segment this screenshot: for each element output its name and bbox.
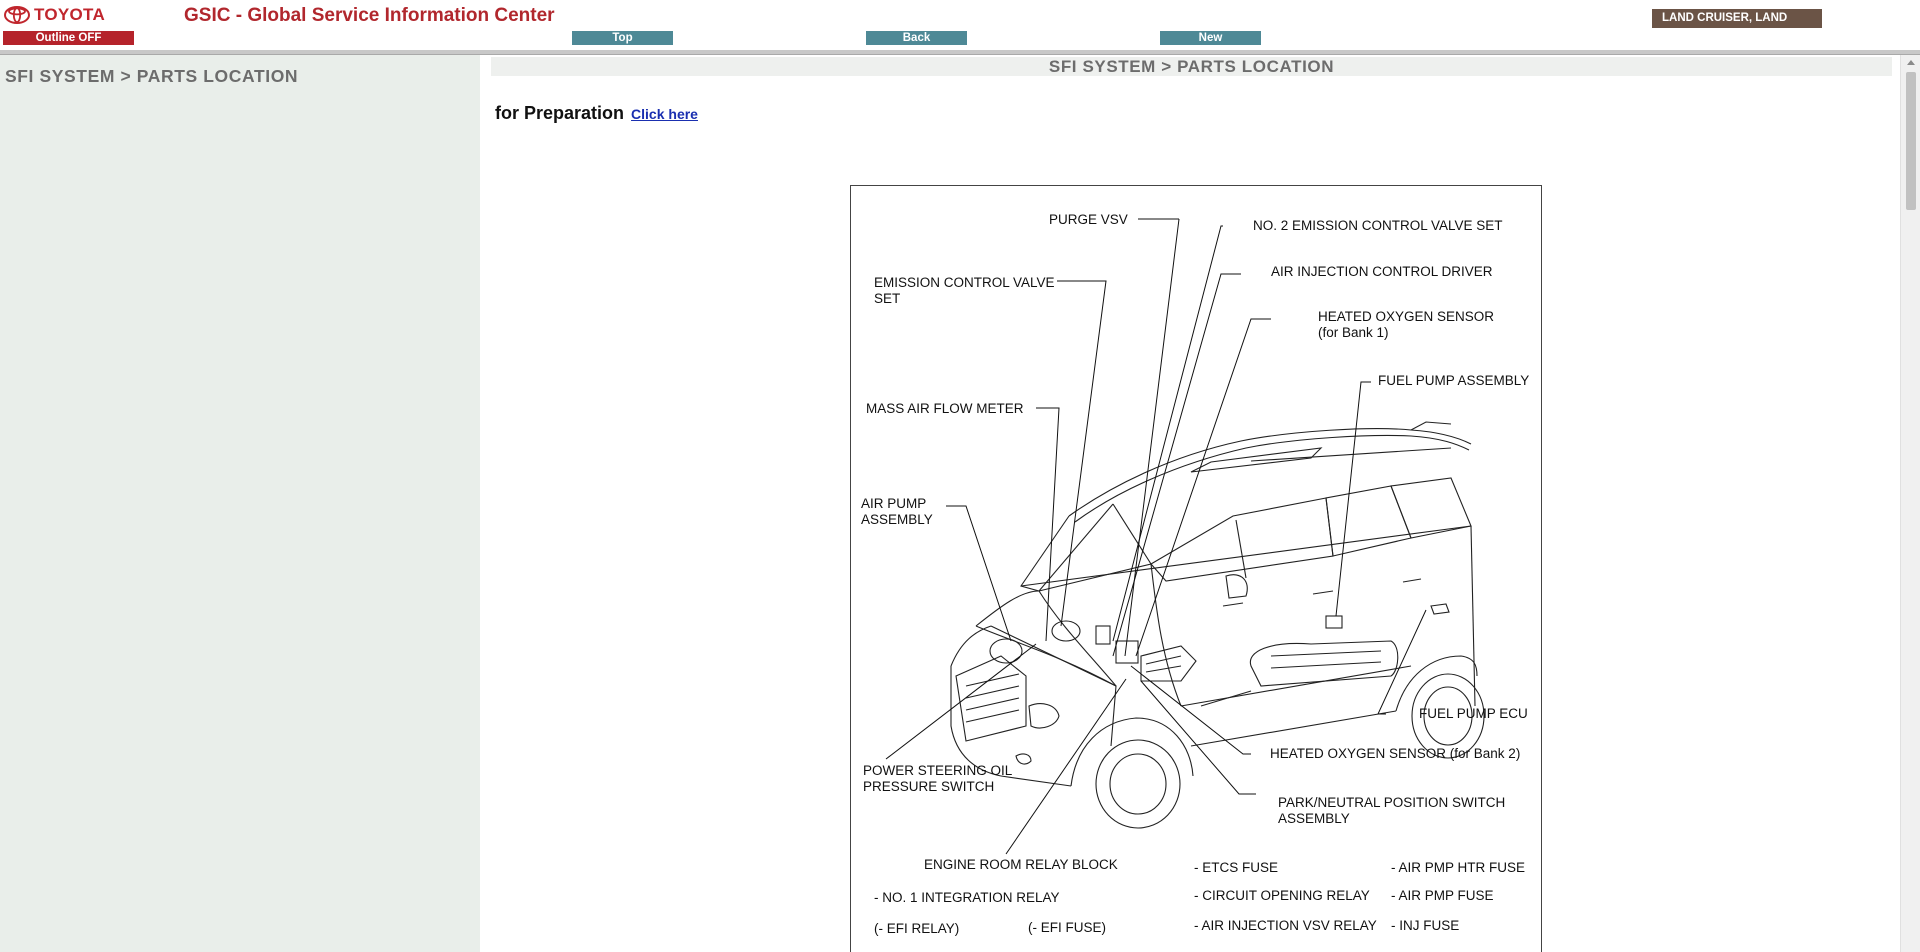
sidebar: SFI SYSTEM > PARTS LOCATION (0, 55, 480, 952)
app-title: GSIC - Global Service Information Center (184, 5, 555, 26)
label-fuel-pump-ecu: FUEL PUMP ECU (1419, 706, 1528, 721)
label-air-pmp-htr-fuse: - AIR PMP HTR FUSE (1391, 860, 1525, 875)
label-power-steering-switch-line1: POWER STEERING OIL (863, 763, 1013, 778)
label-circuit-opening-relay: - CIRCUIT OPENING RELAY (1194, 888, 1370, 903)
label-inj-fuse: - INJ FUSE (1391, 918, 1459, 933)
label-heated-oxygen-sensor-bank1-line2: (for Bank 1) (1318, 325, 1389, 340)
top-button[interactable]: Top (572, 31, 673, 45)
parts-location-figure: PURGE VSV NO. 2 EMISSION CONTROL VALVE S… (850, 185, 1542, 952)
label-park-neutral-switch-line2: ASSEMBLY (1278, 811, 1350, 826)
parts-location-diagram: PURGE VSV NO. 2 EMISSION CONTROL VALVE S… (861, 212, 1529, 936)
vehicle-select[interactable]: LAND CRUISER, LAND (1652, 9, 1822, 28)
label-emission-control-valve-set-line1: EMISSION CONTROL VALVE (874, 275, 1055, 290)
label-etcs-fuse: - ETCS FUSE (1194, 860, 1278, 875)
label-efi-fuse: (- EFI FUSE) (1028, 920, 1106, 935)
outline-toggle-button[interactable]: Outline OFF (3, 31, 134, 45)
label-no1-integration-relay: - NO. 1 INTEGRATION RELAY (874, 890, 1060, 905)
vehicle-drawing (950, 421, 1485, 829)
label-fuel-pump-assembly: FUEL PUMP ASSEMBLY (1378, 373, 1529, 388)
toyota-logo[interactable]: TOYOTA (4, 4, 105, 26)
label-emission-control-valve-set-line2: SET (874, 291, 900, 306)
label-air-injection-vsv-relay: - AIR INJECTION VSV RELAY (1194, 918, 1377, 933)
label-mass-air-flow-meter: MASS AIR FLOW METER (866, 401, 1024, 416)
label-engine-room-relay-block: ENGINE ROOM RELAY BLOCK (924, 857, 1118, 872)
label-power-steering-switch-line2: PRESSURE SWITCH (863, 779, 994, 794)
label-heated-oxygen-sensor-bank1-line1: HEATED OXYGEN SENSOR (1318, 309, 1494, 324)
page-title: SFI SYSTEM > PARTS LOCATION (491, 57, 1892, 76)
sidebar-title[interactable]: SFI SYSTEM > PARTS LOCATION (5, 66, 299, 86)
preparation-link[interactable]: Click here (631, 106, 698, 122)
main-content: SFI SYSTEM > PARTS LOCATION for Preparat… (480, 55, 1900, 952)
brand-name: TOYOTA (34, 5, 106, 24)
header: TOYOTA GSIC - Global Service Information… (0, 0, 1920, 52)
new-button[interactable]: New (1160, 31, 1261, 45)
toyota-emblem-icon (4, 6, 30, 24)
label-heated-oxygen-sensor-bank2: HEATED OXYGEN SENSOR (for Bank 2) (1270, 746, 1520, 761)
scrollbar-thumb[interactable] (1906, 72, 1916, 210)
header-divider (0, 50, 1920, 55)
vertical-scrollbar[interactable] (1900, 55, 1920, 952)
label-purge-vsv: PURGE VSV (1049, 212, 1128, 227)
scroll-up-arrow-icon[interactable] (1907, 60, 1915, 65)
label-air-pump-assembly-line1: AIR PUMP (861, 496, 926, 511)
back-button[interactable]: Back (866, 31, 967, 45)
label-air-injection-control-driver: AIR INJECTION CONTROL DRIVER (1271, 264, 1493, 279)
preparation-text: for Preparation (495, 103, 625, 123)
label-park-neutral-switch-line1: PARK/NEUTRAL POSITION SWITCH (1278, 795, 1505, 810)
label-efi-relay: (- EFI RELAY) (874, 921, 959, 936)
label-air-pump-assembly-line2: ASSEMBLY (861, 512, 933, 527)
leader-lines (885, 218, 1427, 855)
preparation-line: for Preparation Click here (495, 103, 698, 124)
diagram-labels: PURGE VSV NO. 2 EMISSION CONTROL VALVE S… (861, 212, 1529, 936)
label-no2-emission-control-valve-set: NO. 2 EMISSION CONTROL VALVE SET (1253, 218, 1503, 233)
label-air-pmp-fuse: - AIR PMP FUSE (1391, 888, 1494, 903)
